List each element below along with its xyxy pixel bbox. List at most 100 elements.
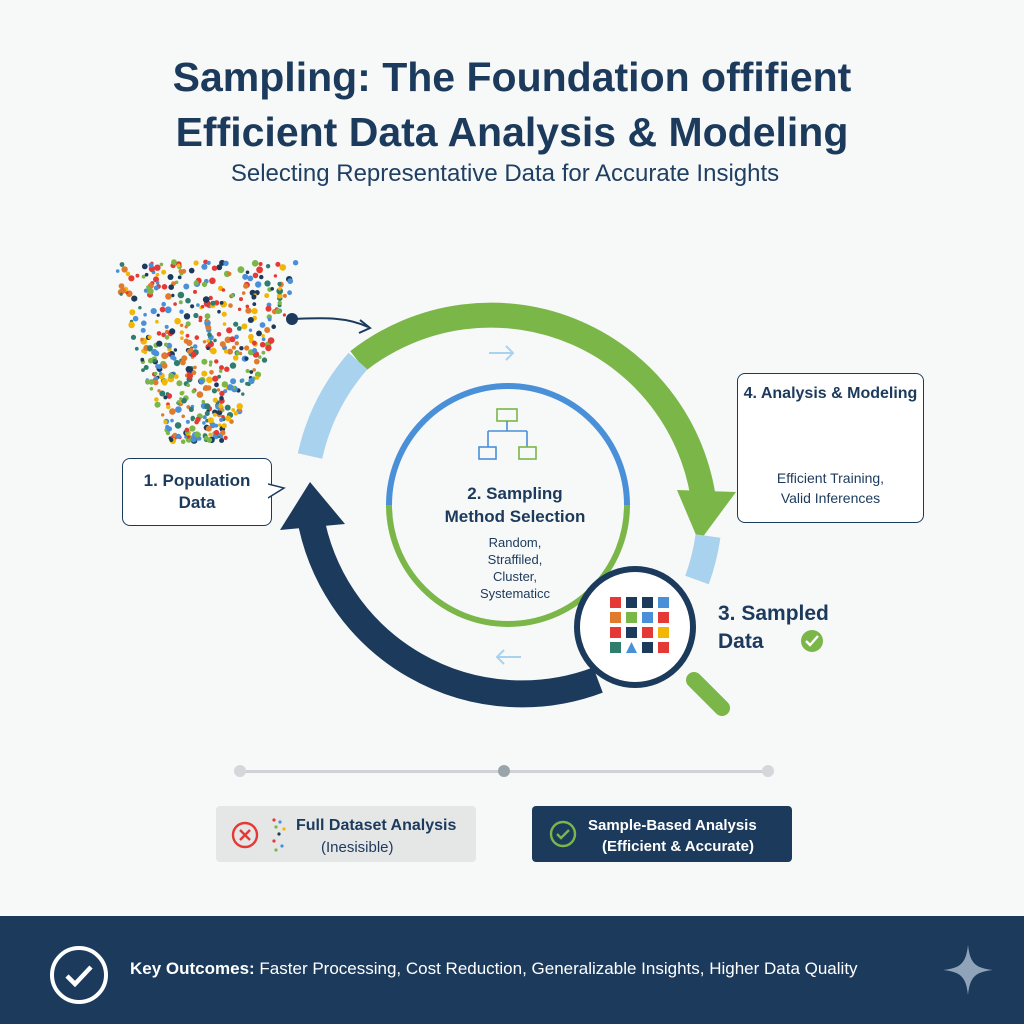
slider-dot[interactable] [762,765,774,777]
population-dot [191,370,197,376]
sample-based-button[interactable]: Sample-Based Analysis (Efficient & Accur… [532,806,792,862]
population-dot [219,417,224,422]
population-dot [251,308,258,315]
population-dot [173,348,178,352]
population-dot [115,269,120,273]
population-dot [242,273,249,280]
comparison-slider[interactable] [234,765,774,777]
population-dot [209,422,216,429]
population-dot [216,332,222,337]
population-dot [258,262,263,266]
population-dot [219,395,224,401]
population-dot [161,413,165,417]
population-dot [154,401,161,408]
population-dot [193,280,199,286]
method-circle [386,383,630,627]
population-dot [186,349,192,354]
method-title-1: 2. Sampling [467,484,563,503]
sample-based-label: Sample-Based Analysis [588,817,757,834]
population-dot [155,319,159,324]
population-dot [190,304,195,309]
population-dot [206,260,211,265]
population-dot [128,321,135,329]
population-dot [134,346,139,351]
population-dot [221,423,227,429]
method-item: Systematicc [479,586,551,601]
population-dot [223,349,229,354]
analysis-desc-1: Efficient Training, [776,470,885,486]
population-dot [149,387,154,391]
cycle-arrowhead-navy [280,482,345,530]
population-dot [185,297,191,304]
population-dot [193,289,197,294]
population-dot [251,260,259,267]
population-dot [128,275,135,282]
population-dot [155,280,160,285]
population-dot [275,308,282,315]
population-dot [265,264,271,269]
population-dot [234,334,239,340]
population-dot [287,278,294,284]
population-dot [138,306,142,310]
population-dot [190,436,197,443]
population-dot [157,389,161,393]
population-dot [216,409,223,416]
population-dot [252,302,257,306]
population-dot [152,379,159,386]
key-outcomes-footer: Key Outcomes: Faster Processing, Cost Re… [0,916,1024,1024]
full-dataset-button[interactable]: Full Dataset Analysis (Inesisible) [216,806,476,862]
method-title-2: Method Selection [444,507,586,526]
population-dot [154,264,161,271]
population-dot [282,313,286,317]
cloud-connector-arrow [286,313,372,334]
population-dot [231,408,236,412]
population-dot [224,336,232,344]
population-dot [167,352,171,356]
population-dot [179,330,184,335]
population-dot [153,371,158,376]
population-dot [147,288,154,295]
population-dot [159,390,166,397]
population-dot [265,344,272,352]
population-dot [129,309,136,316]
population-dot [259,322,266,328]
population-dot [238,408,242,413]
population-dot [184,427,190,433]
population-dot [183,283,190,290]
population-dot [135,273,140,278]
slider-dot[interactable] [234,765,246,777]
population-dot [193,260,199,266]
population-dot [206,346,210,351]
population-dot [179,309,184,314]
population-dot [251,294,257,300]
population-dot [147,335,152,340]
population-dot [169,408,176,415]
population-dot [278,287,282,291]
population-dot [203,385,210,391]
population-dot [252,368,256,372]
check-circle-icon [549,820,577,848]
sample-cell [626,627,637,638]
population-dot [247,317,254,323]
population-dot [248,377,255,385]
population-dot [147,345,153,351]
population-dot [196,303,200,307]
population-dot [221,288,226,292]
analysis-callout: 4. Analysis & Modeling Efficient Trainin… [737,373,924,523]
population-dot [239,346,244,351]
population-dot [161,352,169,360]
slider-handle[interactable] [498,765,510,777]
population-dot [154,397,159,402]
title-line-2: Efficient Data Analysis & Modeling [175,109,849,155]
population-dot [233,411,239,416]
sample-cell [642,642,653,653]
population-dot [119,287,126,294]
population-dot [255,281,262,288]
population-dot [213,429,220,436]
population-dot [256,266,263,274]
cycle-arc-lightblue-right [685,533,721,585]
population-dot [259,274,264,280]
population-dot [168,372,175,379]
population-dot [219,301,224,305]
population-dot [161,332,166,338]
